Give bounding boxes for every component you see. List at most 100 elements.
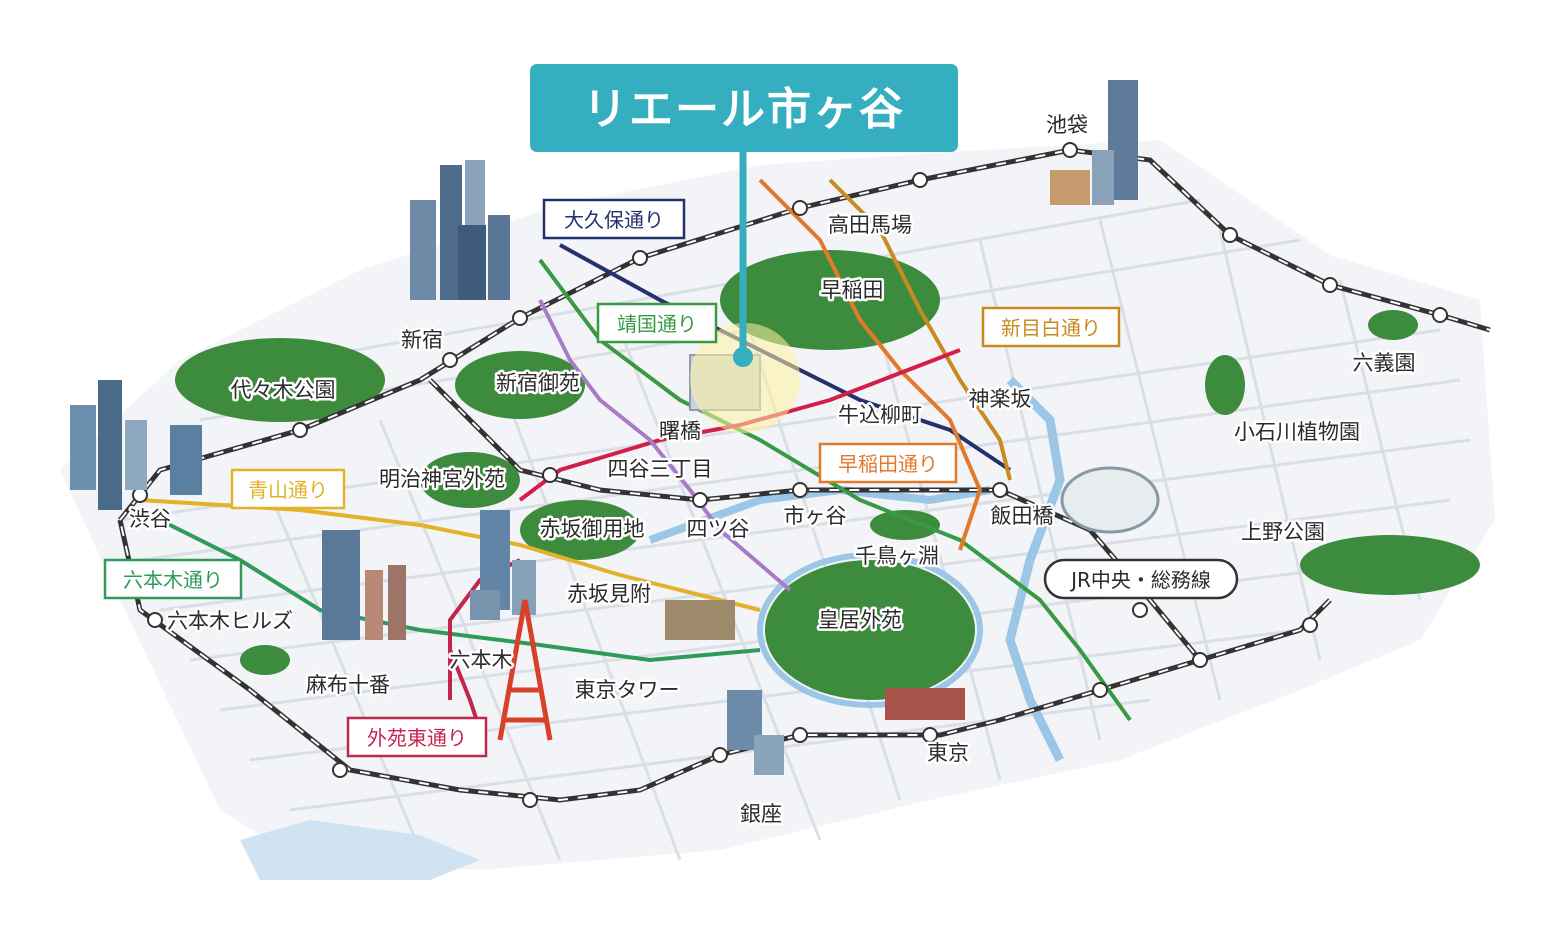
park-ueno <box>1300 535 1480 595</box>
label-chidorigafuchi: 千鳥ヶ淵 <box>855 544 939 568</box>
label-rikugien: 六義園 <box>1353 351 1416 375</box>
akasaka-towers <box>470 510 536 620</box>
line-okubo <box>559 243 1012 472</box>
label-waseda: 早稲田 <box>821 278 884 302</box>
road-labels: 大久保通り 靖国通り 新目白通り 早稲田通り 青山通り 六本木通り 外苑東通り … <box>103 198 1239 758</box>
label-shibuya: 渋谷 <box>129 507 171 531</box>
station-ichigaya <box>792 482 808 498</box>
label-shinmejiro-dori: 新目白通り <box>1001 316 1101 340</box>
station-akihabara <box>1192 652 1208 668</box>
station-ikebukuro <box>1062 142 1078 158</box>
property-title: リエール市ヶ谷 <box>583 84 905 135</box>
station-shibuya <box>132 487 148 503</box>
label-shinjuku-gyoen: 新宿御苑 <box>496 371 580 395</box>
label-akasaka-gyoyochi: 赤坂御用地 <box>540 517 645 541</box>
park-rikugien <box>1368 310 1418 340</box>
label-azabu-juban: 麻布十番 <box>306 673 390 697</box>
label-takadanobaba: 高田馬場 <box>828 213 912 237</box>
akasaka-palace-landmark <box>665 600 735 640</box>
label-akebonobashi: 曙橋 <box>659 419 701 443</box>
place-labels: 池袋 高田馬場 早稲田 新宿 代々木公園 新宿御苑 曙橋 牛込柳町 神楽坂 六義… <box>127 111 1419 829</box>
park-shinjuku-gyoen <box>455 351 585 419</box>
park-kokyo <box>765 560 975 700</box>
label-yoyogi-park: 代々木公園 <box>231 378 336 402</box>
stations <box>132 142 1448 808</box>
tokyo-station-landmark <box>885 688 965 720</box>
label-ikebukuro: 池袋 <box>1046 113 1088 137</box>
label-roppongi: 六本木 <box>450 648 513 672</box>
title-box <box>530 64 958 152</box>
park-yoyogi <box>175 338 385 422</box>
station-komagome <box>1322 277 1338 293</box>
label-ginza: 銀座 <box>740 802 782 826</box>
roppongi-hills-towers <box>322 530 406 640</box>
station-kanda <box>1092 682 1108 698</box>
label-jr-chuo-sobu: JR中央・総務線 <box>1069 568 1211 592</box>
label-tokyo: 東京 <box>927 741 969 765</box>
park-small <box>240 645 290 675</box>
shibuya-towers <box>70 380 202 510</box>
station-tamachi <box>332 762 348 778</box>
label-shinjuku: 新宿 <box>401 328 443 352</box>
station-shinanomachi <box>542 467 558 483</box>
bay-water <box>240 820 480 880</box>
label-kokyo-gaien: 皇居外苑 <box>818 608 902 632</box>
label-roppongi-dori: 六本木通り <box>123 568 223 592</box>
station-tabata <box>1432 307 1448 323</box>
tokyo-dome-landmark <box>1060 466 1160 534</box>
station-yotsuya <box>692 492 708 508</box>
line-waseda <box>758 178 983 551</box>
line-purple <box>538 299 792 592</box>
parks <box>175 250 1480 700</box>
station-shinokubo <box>632 250 648 266</box>
park-akasaka <box>520 500 640 560</box>
station-yoyogi <box>292 422 308 438</box>
label-kagurazaka: 神楽坂 <box>969 387 1032 411</box>
park-waseda <box>720 250 940 350</box>
tokyo-tower-landmark <box>497 599 553 741</box>
imperial-moat <box>757 552 983 708</box>
label-yotsuya-sanchome: 四谷三丁目 <box>608 457 713 481</box>
park-koishikawa <box>1205 355 1245 415</box>
station-ebisu <box>147 612 163 628</box>
label-akasaka-mitsuke: 赤坂見附 <box>567 582 651 606</box>
callout-dot <box>733 347 753 367</box>
label-iidabashi: 飯田橋 <box>991 504 1054 528</box>
shinjuku-towers <box>410 160 510 300</box>
station-tokyo <box>922 727 938 743</box>
station-shinjuku <box>442 352 458 368</box>
ikebukuro-towers <box>1050 80 1138 205</box>
park-chidori <box>870 510 940 540</box>
city-ground <box>60 140 1495 870</box>
label-ushigome-yanagicho: 牛込柳町 <box>838 403 922 427</box>
buildings <box>70 80 1160 775</box>
ginza-towers <box>727 690 784 775</box>
label-yasukuni-dori: 靖国通り <box>617 312 697 336</box>
station-shinbashi <box>712 747 728 763</box>
station-ochanomizu <box>1132 602 1148 618</box>
station-takadanobaba <box>792 200 808 216</box>
park-meiji-gaien <box>420 452 520 508</box>
label-ichigaya: 市ヶ谷 <box>784 504 847 528</box>
river <box>1005 376 1065 763</box>
label-gaien-higashi-dori: 外苑東通り <box>367 726 467 750</box>
station-mejiro <box>912 172 928 188</box>
label-waseda-dori: 早稲田通り <box>838 452 938 476</box>
line-shinmejiro <box>828 178 1012 481</box>
label-okubo-dori: 大久保通り <box>564 208 664 232</box>
station-ueno <box>1302 617 1318 633</box>
station-yurakucho <box>792 727 808 743</box>
label-meiji-jingu-gaien: 明治神宮外苑 <box>379 467 505 491</box>
station-sugamo <box>1222 227 1238 243</box>
station-hamamatsucho <box>522 792 538 808</box>
line-aoyama <box>139 498 761 612</box>
station-shinjuku-north <box>512 310 528 326</box>
label-koishikawa: 小石川植物園 <box>1234 420 1360 444</box>
label-aoyama-dori: 青山通り <box>248 478 328 502</box>
label-yotsuya: 四ツ谷 <box>687 517 750 541</box>
label-tokyo-tower: 東京タワー <box>575 678 680 702</box>
line-yasukuni <box>538 258 1132 722</box>
label-ueno-park: 上野公園 <box>1241 520 1325 544</box>
property-callout: リエール市ヶ谷 <box>530 64 958 367</box>
